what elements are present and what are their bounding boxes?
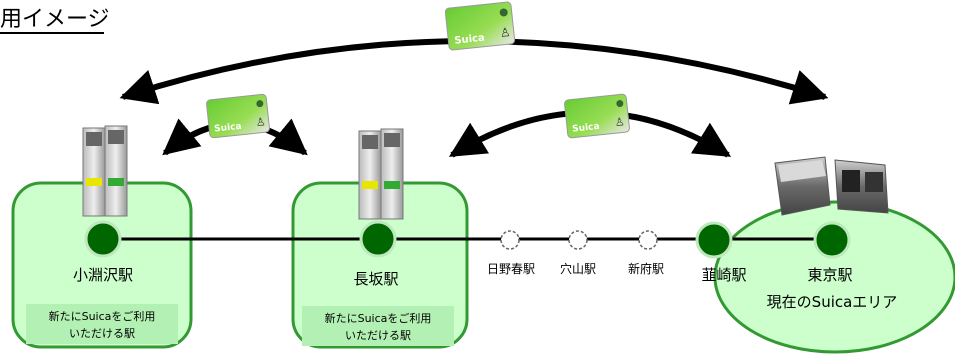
suica-card-icon: Suica ♙	[564, 93, 630, 139]
nirasaki-station-marker	[695, 221, 733, 259]
kobuchisawa-note-line1: 新たにSuicaをご利用	[49, 309, 156, 323]
nagasaka-note-line1: 新たにSuicaをご利用	[325, 311, 432, 325]
kobuchisawa-note-box	[26, 304, 178, 344]
ticket-gate-icon	[358, 128, 404, 220]
svg-text:Suica: Suica	[214, 122, 242, 135]
nagasaka-label: 長坂駅	[353, 270, 398, 288]
svg-text:♙: ♙	[499, 25, 511, 40]
svg-text:♙: ♙	[614, 115, 625, 129]
hinoharu-station-marker	[500, 230, 520, 250]
ticket-gate-icon	[82, 125, 128, 217]
anayama-label: 穴山駅	[560, 261, 596, 276]
kobuchisawa-label: 小淵沢駅	[73, 266, 133, 284]
hinoharu-label: 日野春駅	[487, 262, 535, 276]
svg-text:♙: ♙	[255, 115, 266, 129]
nirasaki-label: 韮崎駅	[701, 266, 746, 284]
nagasaka-note-line2: いただける駅	[345, 329, 411, 342]
nagasaka-note-box	[302, 306, 454, 346]
suica-card-icon: Suica ♙	[206, 93, 270, 139]
suica-card-icon: Suica ♙	[444, 1, 516, 51]
shinpu-station-marker	[638, 230, 658, 250]
svg-text:Suica: Suica	[572, 122, 600, 135]
nagasaka-station-marker	[359, 220, 397, 258]
kobuchisawa-note-line2: いただける駅	[69, 327, 135, 340]
svg-text:Suica: Suica	[454, 33, 485, 47]
arrow-kobuchisawa-tokyo	[119, 38, 829, 105]
anayama-station-marker	[568, 230, 588, 250]
page-heading: 用イメージ	[0, 7, 110, 32]
kobuchisawa-station-marker	[84, 220, 122, 258]
automatic-gate-machines-icon	[774, 156, 889, 216]
tokyo-label: 東京駅	[807, 266, 852, 284]
current-area-label: 現在のSuicaエリア	[767, 293, 898, 311]
shinpu-label: 新府駅	[628, 261, 664, 276]
tokyo-station-marker	[813, 221, 851, 259]
